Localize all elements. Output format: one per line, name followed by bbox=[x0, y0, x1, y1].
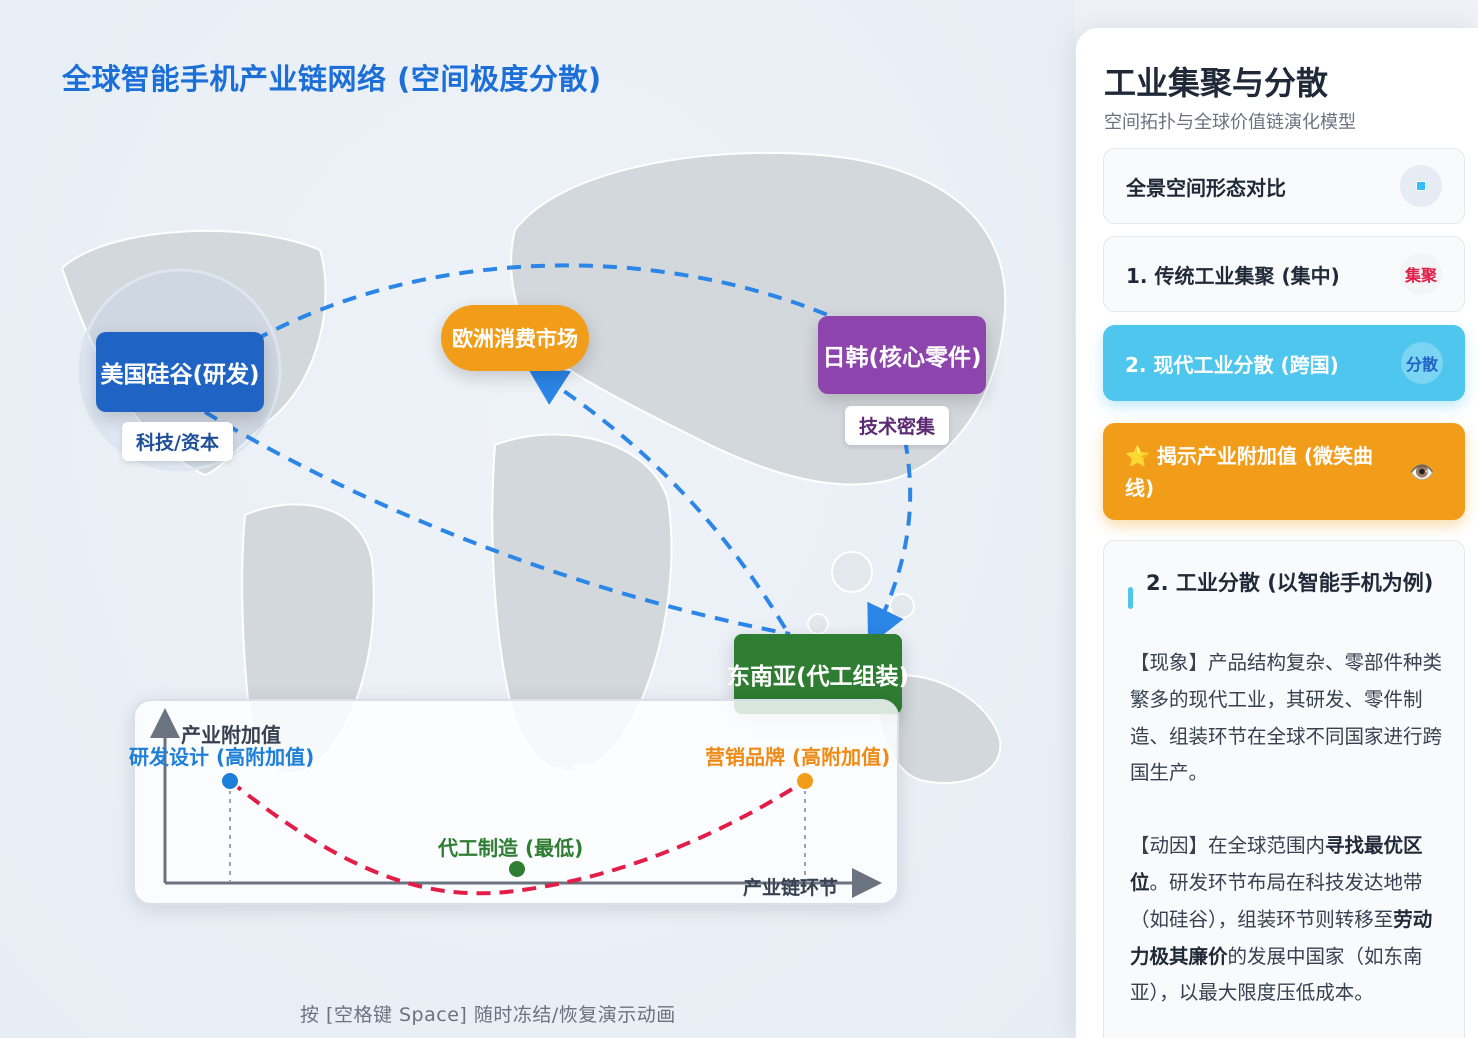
flow-jk-to-sea bbox=[867, 439, 913, 647]
info-paragraph-phenomenon: 【现象】产品结构复杂、零部件种类繁多的现代工业，其研发、零件制造、组装环节在全球… bbox=[1130, 651, 1443, 785]
smile-y-label: 产业附加值 bbox=[181, 723, 281, 747]
island bbox=[889, 593, 915, 619]
overview-compare-button[interactable]: 全景空间形态对比 bbox=[1103, 148, 1465, 224]
control-panel: 工业集聚与分散 空间拓扑与全球价值链演化模型 全景空间形态对比 1. 传统工业集… bbox=[1076, 28, 1478, 1038]
eye-icon: 👁️ bbox=[1409, 459, 1435, 484]
node-us-silicon-valley[interactable]: 美国硅谷(研发) bbox=[96, 332, 264, 412]
info-title: 2. 工业分散 (以智能手机为例) bbox=[1146, 571, 1434, 595]
button-label: 全景空间形态对比 bbox=[1126, 175, 1286, 200]
mf-point bbox=[507, 859, 527, 879]
smile-curve-card: 产业附加值 产业链环节 研发设计 (高附加值) 营销品牌 (高附加值) 代工制造… bbox=[129, 699, 899, 905]
keyboard-hint: 按 [空格键 Space] 随时冻结/恢复演示动画 bbox=[300, 1004, 676, 1026]
smile-curve-chart bbox=[150, 708, 882, 898]
smile-x-label: 产业链环节 bbox=[743, 877, 839, 899]
button-label: ⭐ 揭示产业附加值 (微笑曲线) bbox=[1125, 443, 1373, 500]
node-japan-korea[interactable]: 日韩(核心零件) bbox=[818, 316, 986, 394]
button-label: 1. 传统工业集聚 (集中) bbox=[1126, 263, 1340, 288]
rd-point bbox=[220, 771, 240, 791]
panel-subtitle: 空间拓扑与全球价值链演化模型 bbox=[1104, 112, 1356, 133]
smile-rd-label: 研发设计 (高附加值) bbox=[129, 745, 315, 769]
agglomeration-badge: 集聚 bbox=[1400, 253, 1442, 295]
mk-point bbox=[795, 771, 815, 791]
info-card: 2. 工业分散 (以智能手机为例) 【现象】产品结构复杂、零部件种类繁多的现代工… bbox=[1103, 540, 1465, 1038]
smile-manufacturing-label: 代工制造 (最低) bbox=[438, 836, 584, 860]
flow-sea-to-eu bbox=[526, 366, 787, 630]
tag-jk: 技术密集 bbox=[845, 406, 950, 445]
smile-curve bbox=[228, 779, 807, 896]
island bbox=[807, 613, 829, 635]
agglomeration-button[interactable]: 1. 传统工业集聚 (集中) 集聚 bbox=[1103, 236, 1465, 312]
map-title: 全球智能手机产业链网络 (空间极度分散) bbox=[62, 62, 602, 96]
map-stage: 全球智能手机产业链网络 (空间极度分散) 美国硅谷(研发) 科技/资本 欧洲消费… bbox=[0, 0, 1075, 1038]
flow-us-to-jk bbox=[254, 263, 836, 342]
dispersion-button[interactable]: 2. 现代工业分散 (跨国) 分散 bbox=[1103, 325, 1465, 401]
smile-marketing-label: 营销品牌 (高附加值) bbox=[705, 745, 891, 769]
panel-square-icon bbox=[1400, 165, 1442, 207]
island bbox=[831, 551, 873, 593]
flow-us-to-sea bbox=[203, 410, 791, 636]
info-body: 【现象】产品结构复杂、零部件种类繁多的现代工业，其研发、零件制造、组装环节在全球… bbox=[1130, 645, 1448, 1012]
smile-curve-button[interactable]: ⭐ 揭示产业附加值 (微笑曲线) 👁️ bbox=[1103, 423, 1465, 520]
info-paragraph-cause: 【动因】在全球范围内寻找最优区位。研发环节布局在科技发达地带（如硅谷），组装环节… bbox=[1130, 834, 1433, 1005]
dispersion-badge: 分散 bbox=[1401, 342, 1443, 384]
info-accent-bar bbox=[1128, 587, 1133, 609]
panel-title: 工业集聚与分散 bbox=[1104, 64, 1329, 102]
node-europe-market[interactable]: 欧洲消费市场 bbox=[441, 305, 589, 371]
button-label: 2. 现代工业分散 (跨国) bbox=[1125, 352, 1339, 377]
tag-us: 科技/资本 bbox=[122, 422, 233, 461]
